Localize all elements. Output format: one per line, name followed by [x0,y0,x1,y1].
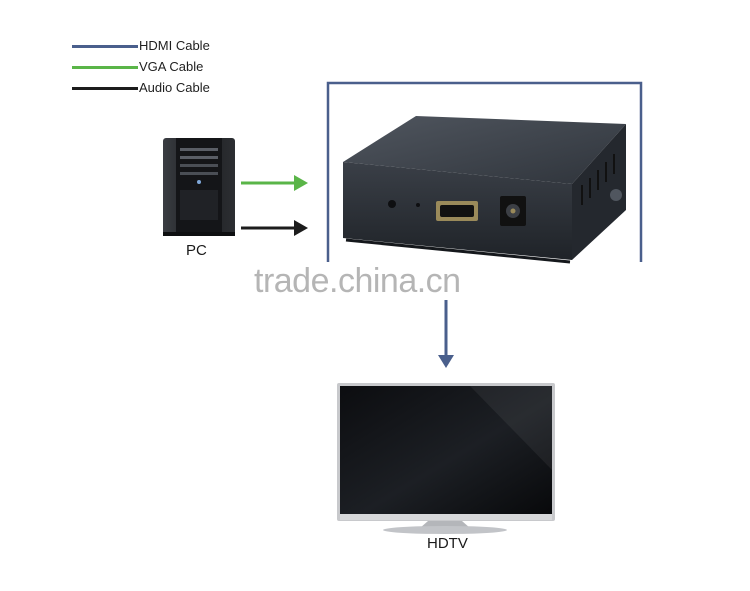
hdmi-line-swatch [72,45,138,48]
hdtv-label: HDTV [427,535,468,552]
pc-tower-icon [163,138,235,236]
legend-label-vga: VGA Cable [139,59,204,74]
legend-item-vga: VGA Cable [72,57,272,78]
legend-item-hdmi: HDMI Cable [72,36,272,57]
hdtv-icon [337,383,555,534]
hdmi-output-arrow [438,300,454,368]
cable-legend: HDMI Cable VGA Cable Audio Cable [72,36,272,99]
legend-label-hdmi: HDMI Cable [139,38,210,53]
vga-line-swatch [72,66,138,69]
watermark-text: trade.china.cn [254,262,461,300]
audio-arrow [241,220,308,236]
legend-label-audio: Audio Cable [139,80,210,95]
converter-box-device [343,116,626,264]
legend-item-audio: Audio Cable [72,78,272,99]
hdmi-cable-frame [326,81,643,262]
audio-line-swatch [72,87,138,90]
pc-label: PC [186,242,207,259]
vga-arrow [241,175,308,191]
